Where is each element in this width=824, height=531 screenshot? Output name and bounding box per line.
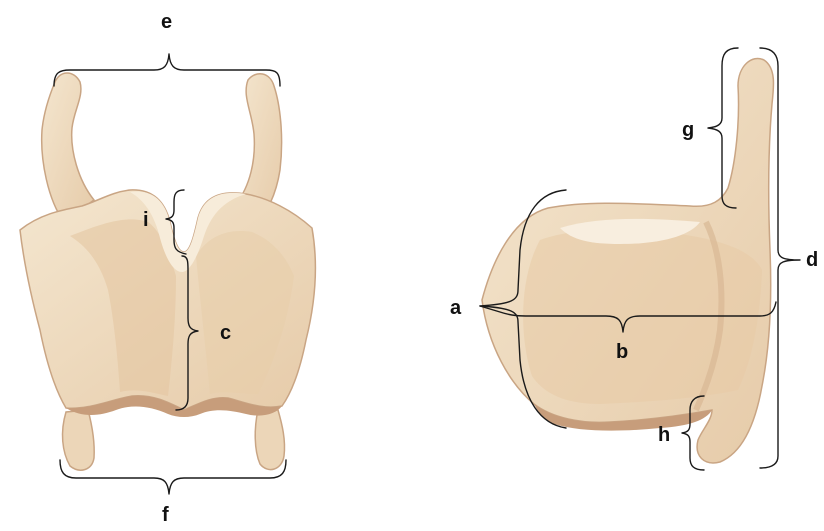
lateral-shading <box>523 229 762 404</box>
label-g: g <box>682 119 694 141</box>
label-a: a <box>450 297 462 319</box>
thyroid-cartilage-front-view <box>20 73 315 470</box>
label-i: i <box>143 209 149 231</box>
label-c: c <box>220 322 231 344</box>
superior-horn-left <box>42 73 94 222</box>
thyroid-cartilage-lateral-view <box>482 58 774 462</box>
brace-f <box>60 460 286 494</box>
label-d: d <box>806 249 818 271</box>
inferior-horn-right <box>255 410 284 470</box>
inferior-horn-left <box>63 410 95 470</box>
label-h: h <box>658 424 670 446</box>
label-e: e <box>161 11 172 33</box>
brace-e <box>54 54 280 86</box>
label-f: f <box>162 504 169 526</box>
label-b: b <box>616 341 628 363</box>
